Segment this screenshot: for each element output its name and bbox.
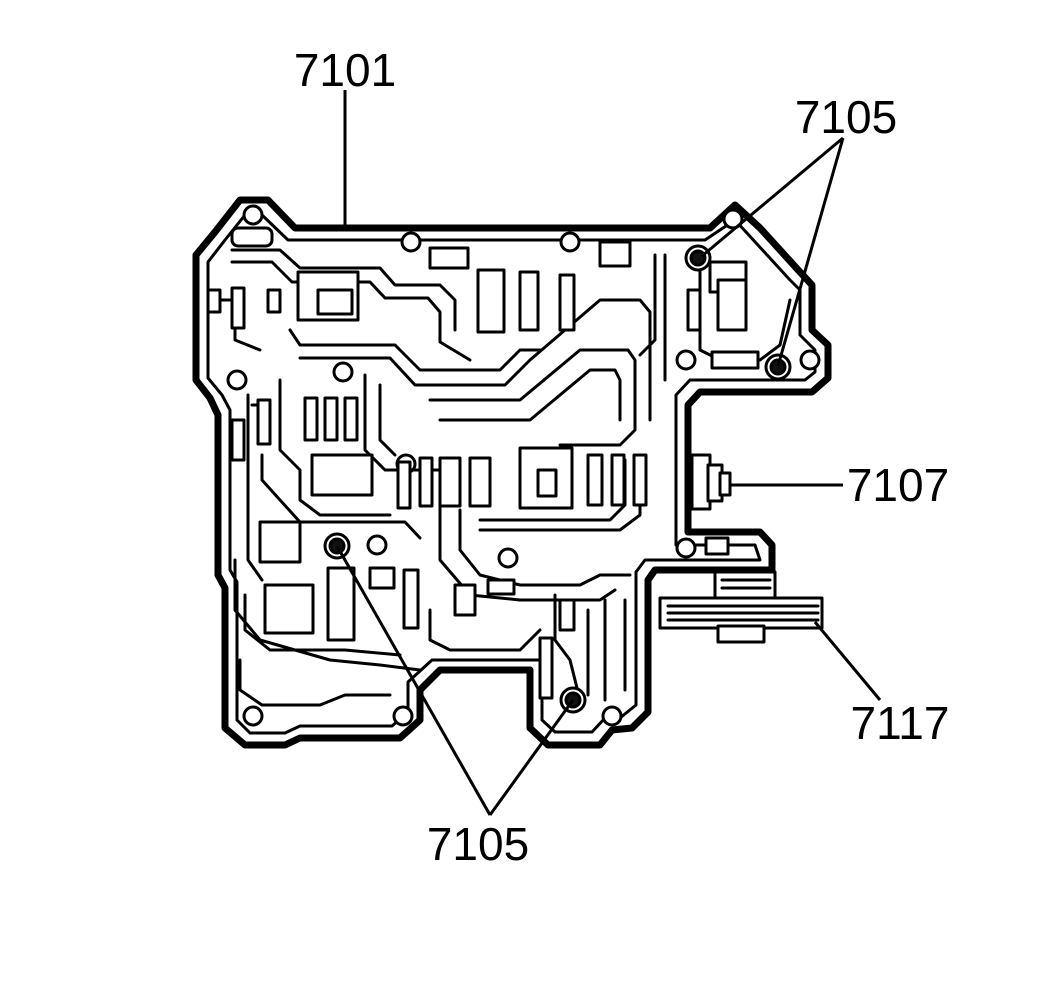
pocket [326,566,356,642]
passage [438,498,617,602]
leader-line-7117 [813,621,882,701]
harness-connector [713,570,777,602]
leader-line-7105-bottom-a [335,545,492,816]
pocket [686,288,702,332]
pocket [716,278,748,332]
bolt-hole [226,369,248,391]
valve-pockets [206,226,760,700]
pocket [558,273,576,332]
leader-lines [335,90,882,816]
passage [438,368,622,422]
pocket [263,583,315,635]
pocket [632,453,648,507]
passage [230,260,472,362]
pocket [258,520,302,564]
callout-label-7107: 7107 [847,459,949,511]
passage [260,453,422,540]
pocket [323,396,339,442]
passage [378,383,397,457]
pocket [343,396,359,442]
pocket [558,598,576,632]
bolt-hole [675,537,697,559]
bolt-hole [601,705,623,727]
bolt-hole [559,231,581,253]
harness-7117 [658,570,824,644]
passage [288,328,542,372]
bolt-hole [392,705,414,727]
pocket [476,268,506,334]
bolt-holes [226,204,821,727]
pocket [518,270,540,332]
passage [230,248,457,332]
pocket [368,566,396,590]
passage [278,378,392,517]
plug-flange [718,471,732,497]
bolt-hole [242,204,264,226]
pocket [310,453,374,497]
passage [243,593,402,657]
passage [553,593,582,702]
pocket [704,536,730,556]
bolt-hole [400,231,422,253]
callout-label-7105-top: 7105 [795,91,897,143]
pocket [230,226,274,248]
pocket [230,286,246,330]
bolt-hole [675,349,697,371]
leader-line-7105-top-a [701,136,844,258]
harness-clip [716,624,766,644]
passage [428,348,637,447]
pocket [710,350,760,370]
bolt-hole [722,208,744,230]
passage [428,608,542,652]
passage [638,253,657,357]
pocket [536,468,558,498]
callout-labels: 7101 7105 7107 7117 7105 [294,44,950,870]
pocket [428,246,470,270]
callout-label-7117: 7117 [851,697,950,749]
check-ball [689,249,707,267]
plug-7107 [690,453,732,511]
pocket [538,636,554,700]
pocket [266,288,282,314]
passage [458,508,632,587]
pocket [418,456,434,508]
leader-line-7105-top-b [776,137,845,367]
pocket [468,456,492,508]
pocket [303,396,319,442]
bolt-hole [366,534,388,556]
passage [298,298,652,422]
pocket [586,453,604,507]
pocket [396,460,412,510]
callout-label-7105-bottom: 7105 [427,818,529,870]
pocket [206,288,222,314]
pocket [230,418,246,462]
bolt-hole [497,547,519,569]
bolt-hole [799,349,821,371]
bolt-hole [332,361,354,383]
bolt-hole [242,705,264,727]
passage [238,658,392,707]
pocket [438,456,462,508]
pocket [402,568,420,630]
check-ball [769,358,787,376]
pocket [610,453,626,507]
passage [246,393,264,582]
pocket [453,583,477,617]
leader-line-7105-bottom-b [488,699,575,816]
pocket [486,578,516,596]
pocket [256,398,272,446]
pocket [316,288,354,316]
pocket [598,240,632,268]
callout-label-7101: 7101 [294,44,396,96]
